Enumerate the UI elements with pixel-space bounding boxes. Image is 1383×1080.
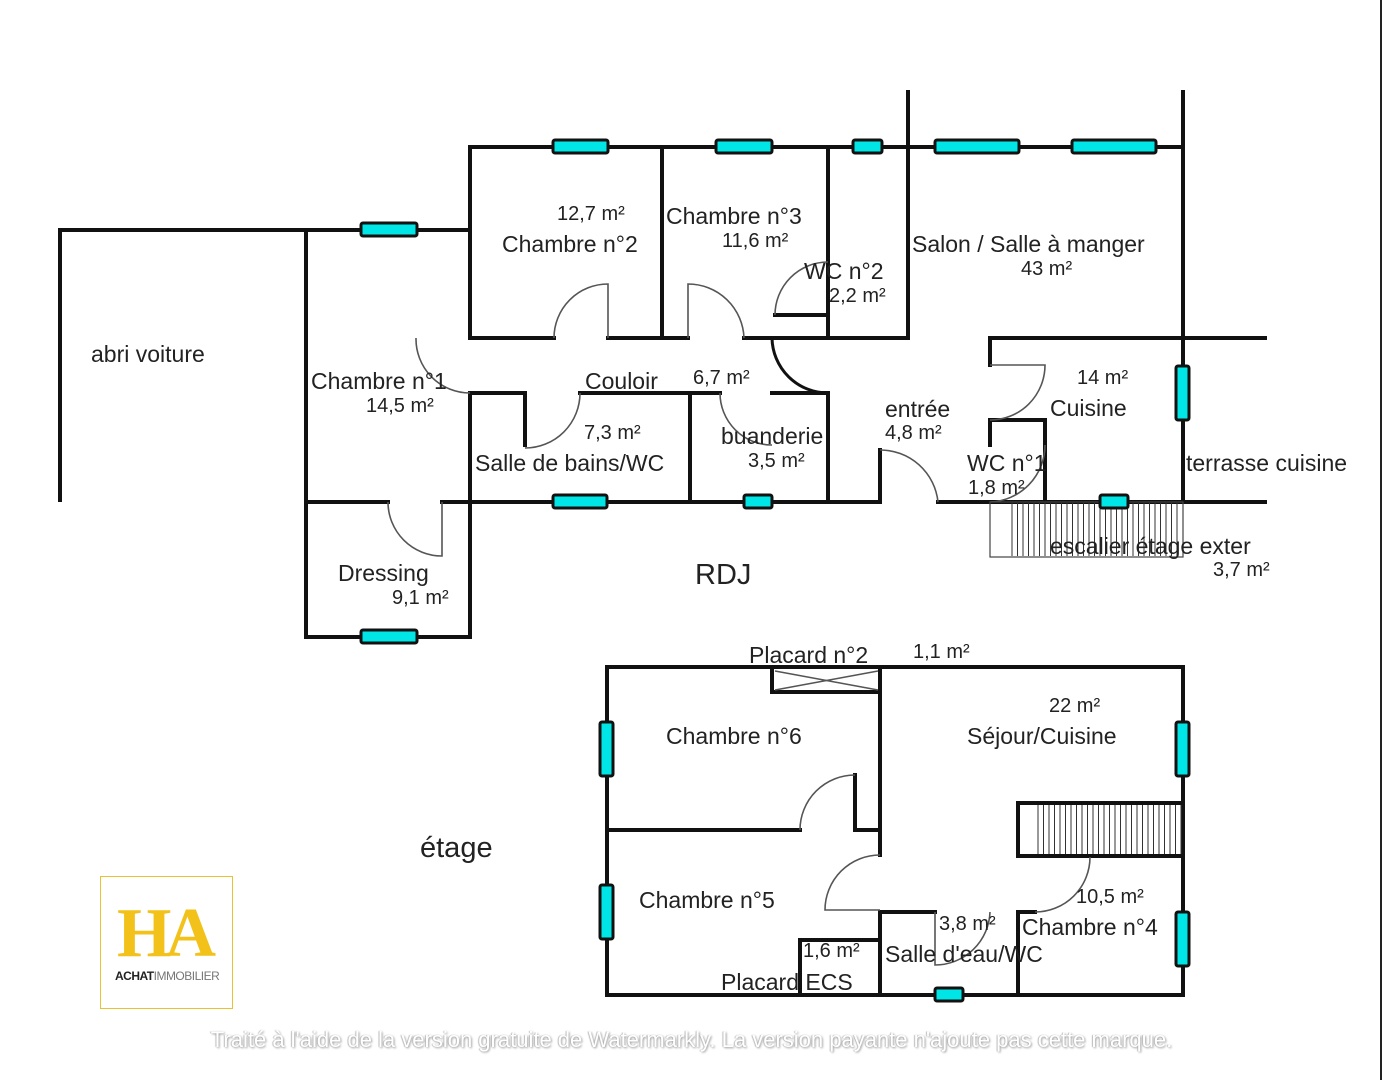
room-label-abri-voiture: abri voiture xyxy=(91,341,205,367)
watermark-text: Traité à l'aide de la version gratuite d… xyxy=(210,1027,1173,1052)
room-area-cuisine: 14 m² xyxy=(1077,367,1129,389)
room-area-wc-1: 1,8 m² xyxy=(968,477,1025,499)
room-label-salle-d-eau: Salle d'eau/WC xyxy=(885,941,1043,967)
room-label-placard-2: Placard n°2 xyxy=(749,642,869,668)
logo-text: ACHATIMMOBILIER xyxy=(115,969,220,983)
room-label-chambre-1: Chambre n°1 xyxy=(311,368,447,394)
floor-label-etage: étage xyxy=(420,832,493,864)
room-label-wc-2: WC n°2 xyxy=(804,258,884,284)
room-area-salon: 43 m² xyxy=(1021,258,1073,280)
ground-floor-windows xyxy=(359,138,1191,645)
logo-mark: HA xyxy=(117,895,216,972)
logo-brand-bold: ACHAT xyxy=(115,969,154,983)
room-label-entree: entrée xyxy=(885,396,951,422)
room-label-placard-ecs: Placard ECS xyxy=(721,969,853,995)
room-label-chambre-6: Chambre n°6 xyxy=(666,723,802,749)
room-area-escalier: 3,7 m² xyxy=(1213,559,1270,581)
upper-floor-windows xyxy=(598,720,1191,1003)
room-label-chambre-5: Chambre n°5 xyxy=(639,887,775,913)
room-label-sejour-cuisine: Séjour/Cuisine xyxy=(967,723,1117,749)
right-border xyxy=(1380,0,1382,1080)
room-label-chambre-4: Chambre n°4 xyxy=(1022,914,1158,940)
room-area-salle-de-bains: 7,3 m² xyxy=(584,422,641,444)
ground-floor-doors xyxy=(387,261,1046,557)
room-area-salle-d-eau: 3,8 m² xyxy=(939,913,996,935)
room-area-dressing: 9,1 m² xyxy=(392,587,449,609)
room-area-sejour-cuisine: 22 m² xyxy=(1049,695,1101,717)
exterior-staircase xyxy=(989,501,1184,558)
room-label-chambre-2: Chambre n°2 xyxy=(502,231,638,257)
room-area-placard-2: 1,1 m² xyxy=(913,641,970,663)
room-area-buanderie: 3,5 m² xyxy=(748,450,805,472)
room-area-couloir: 6,7 m² xyxy=(693,367,750,389)
room-label-terrasse-cuisine: terrasse cuisine xyxy=(1186,450,1348,476)
logo-brand-light: IMMOBILIER xyxy=(153,969,220,983)
agency-logo: HA ACHATIMMOBILIER xyxy=(100,876,233,1009)
room-label-dressing: Dressing xyxy=(338,560,429,586)
room-label-buanderie: buanderie xyxy=(721,423,824,449)
room-label-salon: Salon / Salle à manger xyxy=(912,231,1145,257)
room-area-chambre-2: 12,7 m² xyxy=(557,203,625,225)
upper-floor-details xyxy=(774,670,1182,966)
room-label-salle-de-bains: Salle de bains/WC xyxy=(475,450,665,476)
room-label-cuisine: Cuisine xyxy=(1050,395,1127,421)
room-area-placard-ecs: 1,6 m² xyxy=(803,940,860,962)
room-label-wc-1: WC n°1 xyxy=(967,450,1047,476)
room-label-escalier: escalier étage exter xyxy=(1050,533,1251,559)
room-area-wc-2: 2,2 m² xyxy=(829,285,886,307)
room-label-couloir: Couloir xyxy=(585,368,658,394)
room-area-entree: 4,8 m² xyxy=(885,422,942,444)
room-label-chambre-3: Chambre n°3 xyxy=(666,203,802,229)
upper-floor-walls xyxy=(605,665,1185,997)
room-area-chambre-1: 14,5 m² xyxy=(366,395,434,417)
room-area-chambre-4: 10,5 m² xyxy=(1076,886,1144,908)
floor-label-rdj: RDJ xyxy=(695,559,752,591)
room-area-chambre-3: 11,6 m² xyxy=(722,230,789,252)
